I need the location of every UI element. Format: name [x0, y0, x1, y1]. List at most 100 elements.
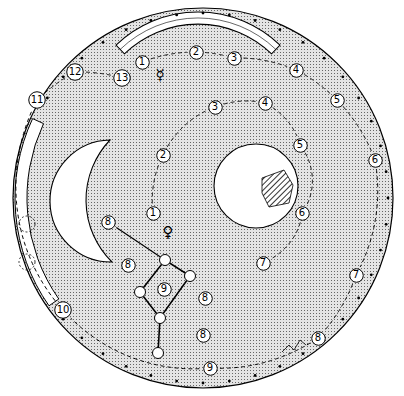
- callout-number: 8: [202, 293, 208, 303]
- callout-number: 2: [193, 47, 199, 57]
- orbit-path: [305, 153, 312, 205]
- number-circle: 4: [289, 63, 304, 78]
- circle-outline: [156, 148, 170, 162]
- callout-number: 7: [260, 258, 266, 268]
- circle-outline: [258, 96, 272, 110]
- number-circle: 6: [295, 206, 310, 221]
- rim-hole: [228, 380, 231, 383]
- orbit-path: [324, 284, 352, 331]
- callout-number: 5: [334, 95, 340, 105]
- rim-hole: [149, 374, 152, 377]
- circle-outline: [198, 291, 212, 305]
- number-circle: 7: [349, 268, 364, 283]
- number-circle: 8: [196, 328, 211, 343]
- number-circle: 8: [101, 215, 116, 230]
- callout-number: 11: [31, 95, 44, 105]
- rim-hole: [80, 57, 83, 60]
- pleiades-lines: [140, 260, 190, 318]
- number-circle: 5: [293, 138, 308, 153]
- callout-number: 1: [139, 57, 145, 67]
- circle-outline: [227, 51, 241, 65]
- circle-outline: [101, 215, 115, 229]
- rim-hole: [228, 13, 231, 16]
- number-circle: 2: [156, 148, 171, 163]
- rim-hole: [341, 318, 344, 321]
- rim-hole: [323, 57, 326, 60]
- circle-outline: [196, 328, 210, 342]
- callout-number: 4: [293, 65, 299, 75]
- rim-hole: [370, 273, 373, 276]
- rim-hole: [80, 336, 83, 339]
- orbit-path: [167, 111, 206, 147]
- star-dot: [185, 271, 196, 282]
- number-circle: 9: [157, 282, 172, 297]
- number-circle: 9: [203, 361, 218, 376]
- callout-number: 12: [69, 67, 82, 77]
- rim-hole: [278, 365, 281, 368]
- number-circle: 8: [311, 331, 326, 346]
- circle-outline: [203, 361, 217, 375]
- orbit-path: [220, 343, 310, 368]
- planet-symbol: ☿: [155, 68, 164, 83]
- number-circle: 5: [330, 93, 345, 108]
- circle-outline: [189, 45, 203, 59]
- rim-hole: [102, 41, 105, 44]
- number-circle: 8: [121, 258, 136, 273]
- orbit-path: [271, 222, 300, 258]
- rim-hole: [175, 13, 178, 16]
- orbit-path: [360, 169, 378, 267]
- number-circle: 1: [135, 55, 150, 70]
- star-dot: [155, 313, 166, 324]
- circle-outline: [208, 100, 222, 114]
- callout-number: 8: [125, 260, 131, 270]
- rim-hole: [125, 365, 128, 368]
- circle-outline: [67, 64, 84, 81]
- callout-number: 3: [231, 53, 237, 63]
- orbit-path: [151, 52, 187, 59]
- rim-hole: [385, 223, 388, 226]
- orbit-path: [343, 107, 371, 151]
- callout-number: 6: [299, 208, 305, 218]
- callout-number: 5: [297, 140, 303, 150]
- rim-hole: [62, 75, 65, 78]
- rim-hole: [357, 297, 360, 300]
- rim-hole: [387, 197, 390, 200]
- full-moon: [214, 144, 298, 228]
- rim-hole: [302, 352, 305, 355]
- rim-hole: [175, 380, 178, 383]
- leader-line: [116, 228, 161, 258]
- orbit-path: [86, 72, 112, 75]
- orbit-path: [205, 52, 225, 55]
- circle-outline: [293, 138, 307, 152]
- number-circle: 8: [198, 291, 213, 306]
- crescent-moon: [50, 140, 112, 262]
- number-circle: 7: [256, 256, 271, 271]
- rim-hole: [385, 170, 388, 173]
- planet-symbol: ♀: [163, 225, 174, 240]
- rim-hole: [357, 97, 360, 100]
- callout-number: 1: [150, 208, 156, 218]
- circle-outline: [146, 206, 160, 220]
- number-circle: 3: [208, 100, 223, 115]
- lost-hole: [19, 254, 35, 270]
- rim-hole: [379, 249, 382, 252]
- rim-hole: [149, 19, 152, 22]
- number-circle: 6: [368, 153, 383, 168]
- circle-outline: [311, 331, 325, 345]
- circle-outline: [55, 302, 72, 319]
- rim-hole: [202, 12, 205, 15]
- callout-number: 9: [161, 284, 167, 294]
- callout-number: 10: [57, 305, 70, 315]
- rim-hole: [254, 374, 257, 377]
- circle-outline: [157, 282, 171, 296]
- lost-hole: [19, 216, 35, 232]
- circle-outline: [289, 63, 303, 77]
- rim-hole: [370, 120, 373, 123]
- callout-number: 6: [372, 155, 378, 165]
- callout-number: 9: [207, 363, 213, 373]
- number-circle: 2: [189, 45, 204, 60]
- circle-outline: [256, 256, 270, 270]
- circle-outline: [114, 70, 131, 87]
